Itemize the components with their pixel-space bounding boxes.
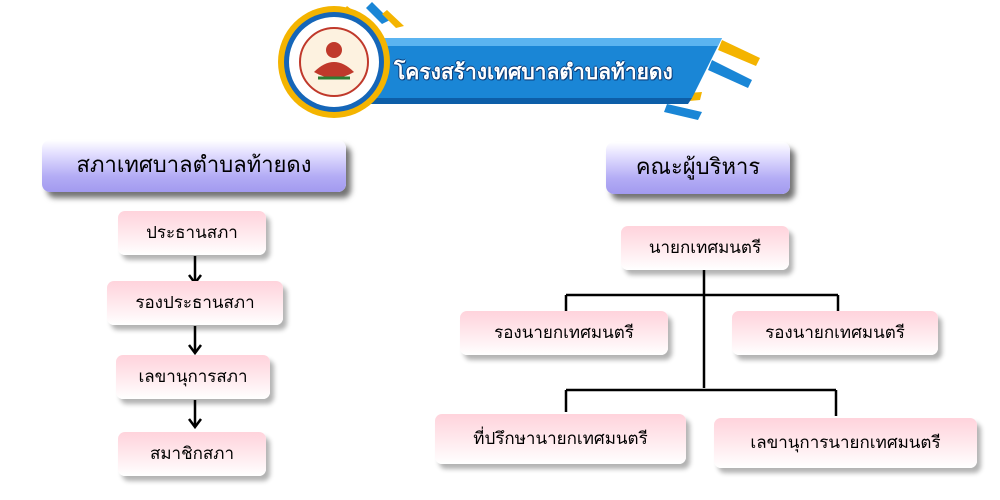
executive-header: คณะผู้บริหาร <box>606 142 790 194</box>
council-header: สภาเทศบาลตำบลท้ายดง <box>42 140 346 192</box>
council-role-member: สมาชิกสภา <box>118 432 266 476</box>
council-role-secretary: เลขานุการสภา <box>116 355 270 399</box>
title-banner <box>278 2 760 120</box>
executive-mayor-secretary: เลขานุการนายกเทศมนตรี <box>714 418 977 468</box>
arrow-down-icon <box>188 400 202 430</box>
banner-title: โครงสร้างเทศบาลตำบลท้ายดง <box>394 60 673 84</box>
executive-mayor: นายกเทศมนตรี <box>621 226 789 270</box>
executive-deputy-mayor-1: รองนายกเทศมนตรี <box>460 311 668 355</box>
executive-advisor: ที่ปรึกษานายกเทศมนตรี <box>435 414 686 464</box>
arrow-down-icon <box>188 326 202 356</box>
council-role-chairman: ประธานสภา <box>118 211 266 255</box>
council-role-vice-chairman: รองประธานสภา <box>107 281 283 325</box>
executive-deputy-mayor-2: รองนายกเทศมนตรี <box>732 311 938 355</box>
